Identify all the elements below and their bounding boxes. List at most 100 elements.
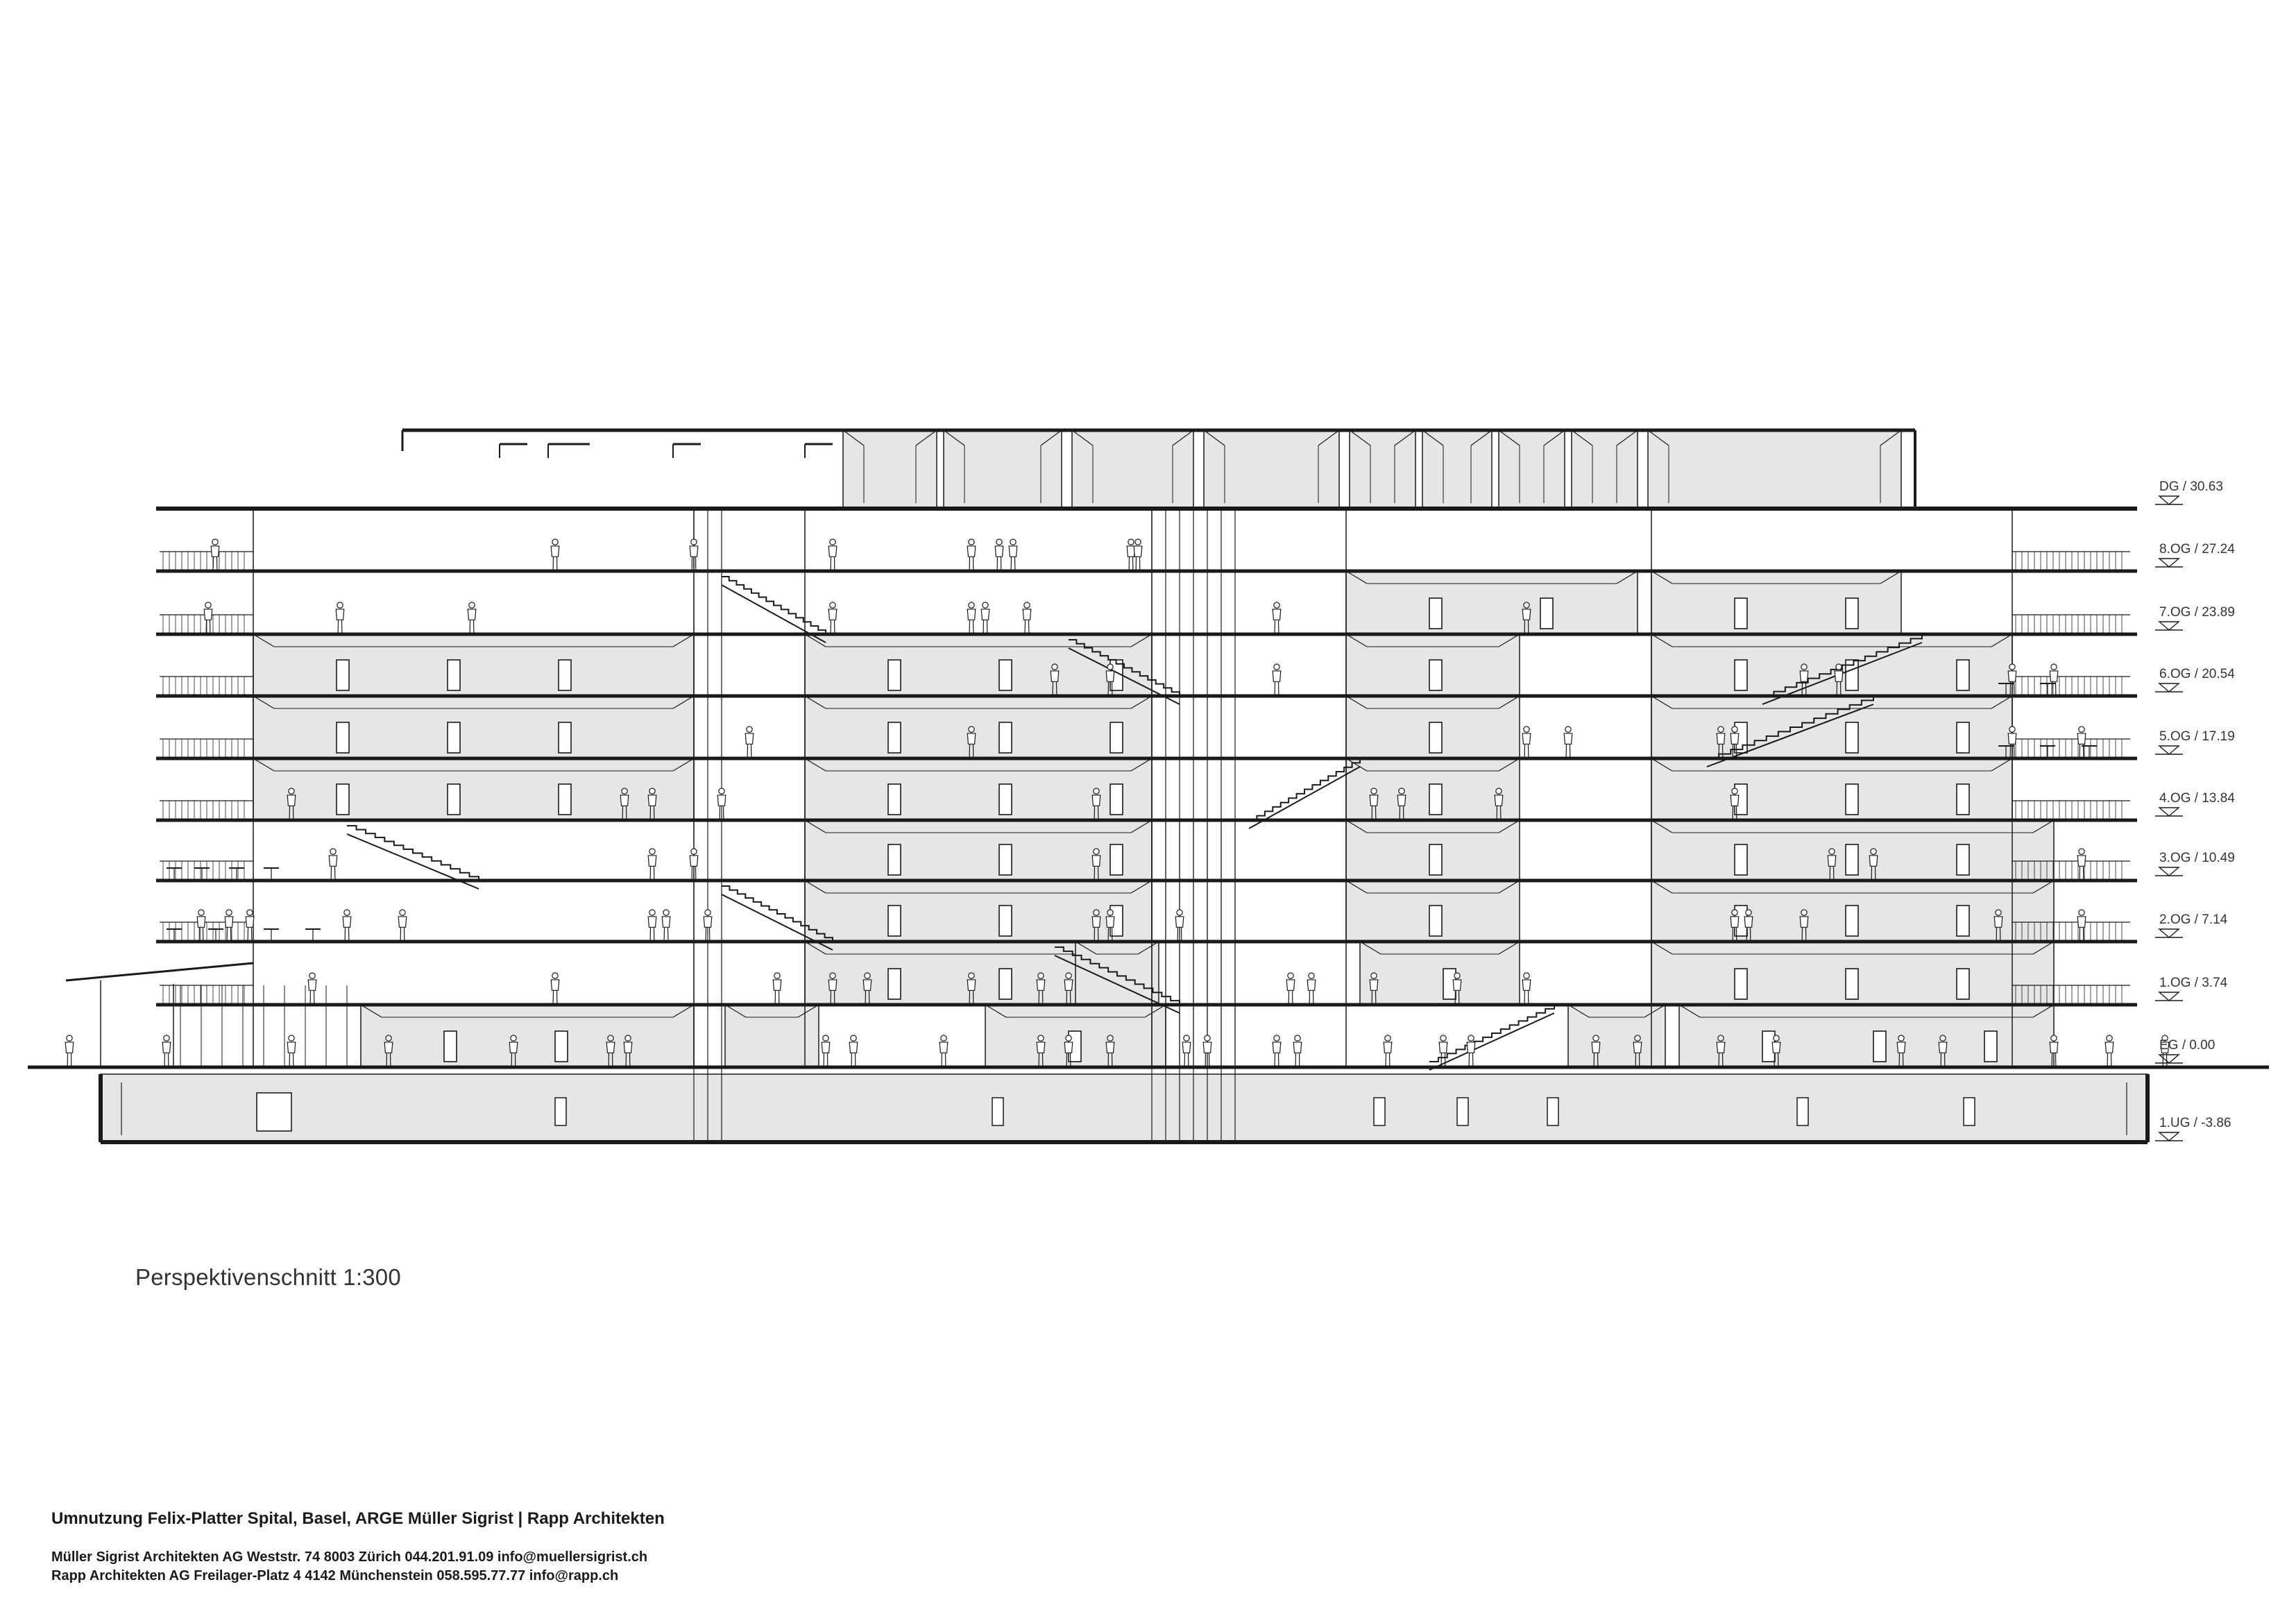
person-head <box>2078 848 2085 855</box>
person-body <box>1799 916 1809 928</box>
person-body <box>1452 979 1462 991</box>
level-label: DG / 30.63 <box>2159 479 2223 494</box>
door <box>1845 968 1859 1000</box>
person-body <box>1091 855 1101 867</box>
person <box>1369 788 1379 821</box>
room-perspective <box>1991 634 2013 647</box>
room-perspective <box>1616 430 1638 446</box>
room-perspective <box>1137 941 1159 955</box>
level-marker: 5.OG / 17.19 <box>2155 729 2235 755</box>
person-body <box>1175 916 1184 928</box>
person <box>1022 602 1032 635</box>
person-head <box>1273 602 1280 609</box>
person-body <box>2049 1042 2059 1053</box>
person-body <box>1438 1042 1448 1053</box>
person-head <box>1898 1035 1905 1042</box>
room-perspective <box>1498 695 1520 709</box>
room-block <box>804 941 1097 1005</box>
room-perspective <box>1498 880 1520 894</box>
thin-lines <box>100 509 2130 1142</box>
room-perspective <box>804 695 826 709</box>
room-perspective <box>1345 880 1368 894</box>
person <box>1272 663 1282 697</box>
person-body <box>717 794 726 806</box>
room-perspective <box>943 430 965 446</box>
person-body <box>1022 609 1032 620</box>
level-marker: 1.OG / 3.74 <box>2155 976 2228 1001</box>
person-head <box>66 1035 73 1042</box>
basement-door <box>1963 1097 1975 1126</box>
stair-1og <box>1055 946 1180 1005</box>
person <box>1716 1035 1726 1068</box>
person <box>1730 726 1740 759</box>
person-head <box>940 1035 947 1042</box>
person-head <box>1440 1035 1447 1042</box>
level-label: 1.OG / 3.74 <box>2159 976 2228 990</box>
door <box>998 783 1012 815</box>
person <box>398 909 407 942</box>
person <box>384 1035 393 1068</box>
title-block: Umnutzung Felix-Platter Spital, Basel, A… <box>51 1509 665 1587</box>
person <box>1036 1035 1046 1068</box>
person-body <box>1091 794 1101 806</box>
room-perspective <box>1651 941 1673 955</box>
level-label: 6.OG / 20.54 <box>2159 667 2235 681</box>
person <box>1133 538 1143 572</box>
room-perspective <box>1647 430 1669 446</box>
person <box>703 909 713 942</box>
person <box>1452 972 1462 1005</box>
person-body <box>1008 545 1018 557</box>
person-head <box>690 538 697 545</box>
person-head <box>2050 663 2057 670</box>
room-perspective <box>1616 570 1638 584</box>
person-head <box>968 538 975 545</box>
person-body <box>1133 545 1143 557</box>
person <box>772 972 782 1005</box>
room-perspective <box>1651 880 1673 894</box>
room-perspective <box>1203 430 1225 446</box>
person <box>1383 1035 1393 1068</box>
person-body <box>1466 1042 1476 1053</box>
stair-5og <box>1707 696 1874 759</box>
floor-slabs <box>28 428 2269 1144</box>
room-perspective <box>1651 819 1673 833</box>
person-head <box>2106 1035 2113 1042</box>
room-block <box>1359 941 1520 1005</box>
person <box>307 972 317 1005</box>
person-body <box>224 916 234 928</box>
room-perspective <box>797 1004 819 1018</box>
person <box>1182 1035 1191 1068</box>
person <box>1466 1035 1476 1068</box>
person-head <box>1745 909 1752 916</box>
room-perspective <box>360 1004 382 1018</box>
person-body <box>1522 609 1531 620</box>
person <box>1799 663 1809 697</box>
person-body <box>65 1042 74 1053</box>
person <box>967 972 976 1005</box>
person-head <box>1107 909 1114 916</box>
person <box>828 538 837 572</box>
level-triangle <box>2158 992 2180 1001</box>
room-block <box>1567 1004 1666 1068</box>
person-head <box>1468 1035 1474 1042</box>
person-head <box>774 972 781 979</box>
room-block <box>804 880 1153 942</box>
room-perspective <box>1571 430 1593 446</box>
person-body <box>196 916 206 928</box>
person-body <box>2007 670 2017 682</box>
person-body <box>1993 916 2003 928</box>
person <box>967 602 976 635</box>
person-head <box>1093 848 1100 855</box>
person-head <box>1773 1035 1780 1042</box>
door <box>1956 968 1970 1000</box>
door <box>1429 659 1443 691</box>
person <box>328 848 338 881</box>
room-perspective <box>1345 634 1368 647</box>
person-body <box>980 609 990 620</box>
door <box>443 1030 457 1062</box>
stair-3og <box>347 825 479 881</box>
room-perspective <box>724 1004 747 1018</box>
basement <box>100 1073 2148 1143</box>
person-head <box>1634 1035 1641 1042</box>
person <box>647 848 657 881</box>
